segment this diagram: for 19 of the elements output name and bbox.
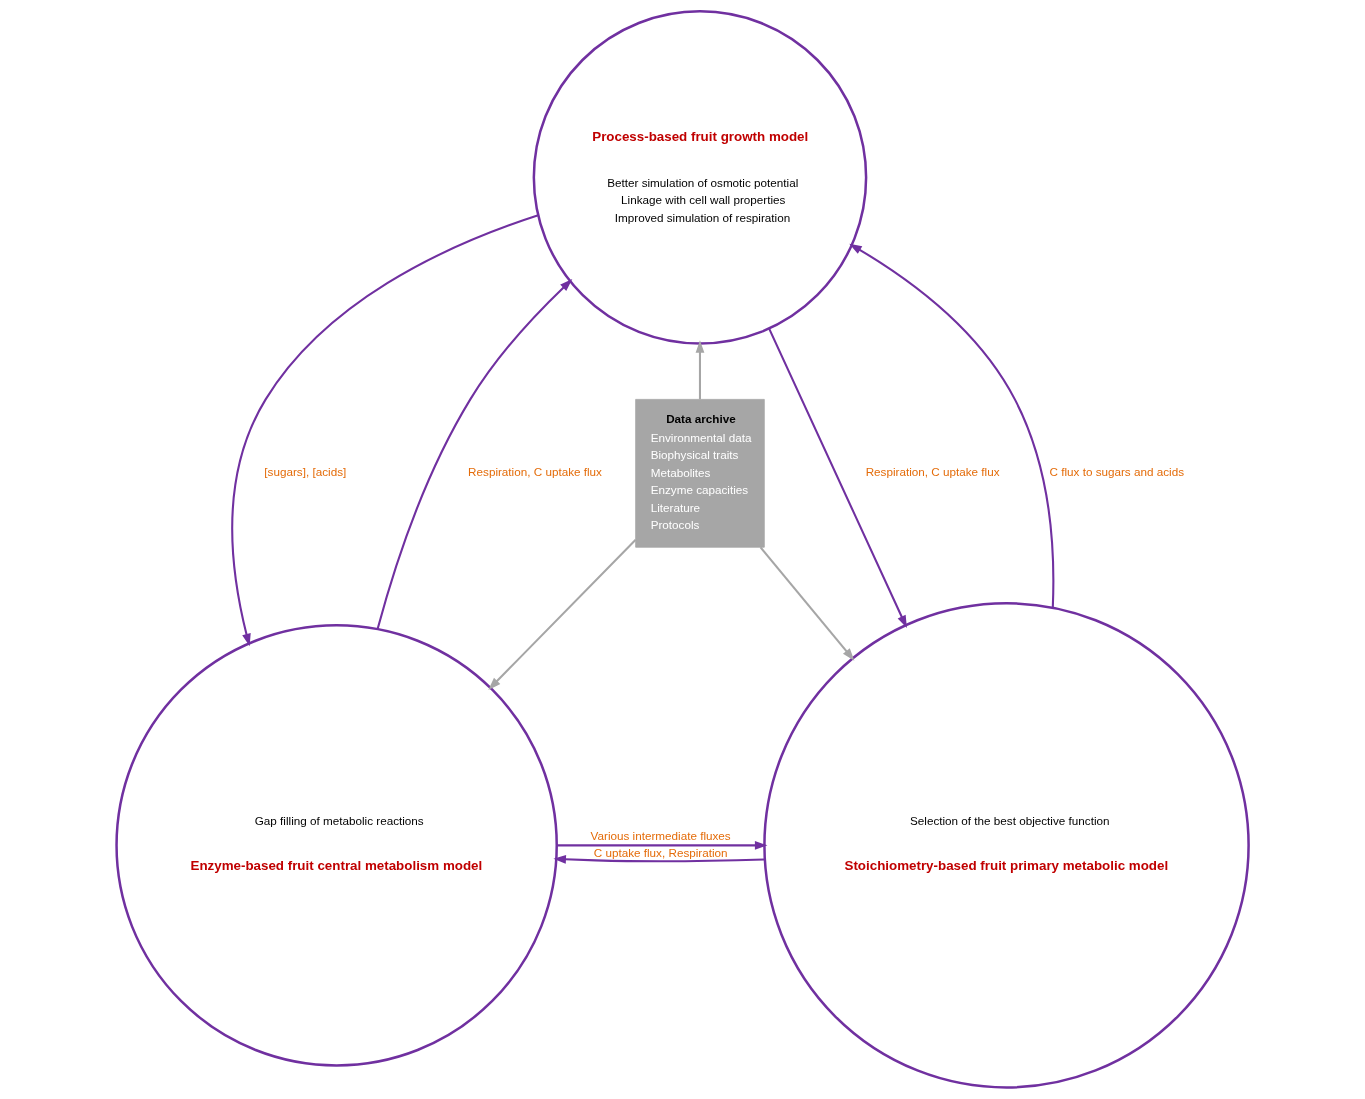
arrow: [376, 279, 573, 630]
edge-label: Various intermediate fluxes: [590, 828, 731, 842]
arrow: [231, 214, 539, 647]
node-circle: Gap filling of metabolic reactions Enzyme-based fruit central metabolism model: [115, 624, 558, 1067]
node-circle: Selection of the best objective function Stoichiometry-based fruit primary metabolic model: [763, 602, 1250, 1089]
arrow: [849, 243, 1055, 608]
edge-label: Respiration, C uptake flux: [865, 465, 1000, 479]
arrow: [695, 340, 705, 400]
arrow: [553, 854, 765, 864]
arrow: [759, 546, 855, 661]
node-box: Data archive Environmental data Biophysical traits Metabolites Enzyme capacities Literature Protocols: [635, 398, 765, 548]
arrow: [488, 539, 637, 690]
arrow: [768, 328, 907, 629]
edge-label: [sugars], [acids]: [264, 465, 347, 479]
arrow: [557, 840, 768, 850]
edge-label: C flux to sugars and acids: [1049, 465, 1185, 479]
node-circle: Process-based fruit growth model Better simulation of osmotic potential Linkage with cell wall properties Improved simulation of respiration: [532, 10, 868, 345]
edge-label: Respiration, C uptake flux: [468, 465, 602, 479]
edge-label: C uptake flux, Respiration: [593, 846, 728, 860]
